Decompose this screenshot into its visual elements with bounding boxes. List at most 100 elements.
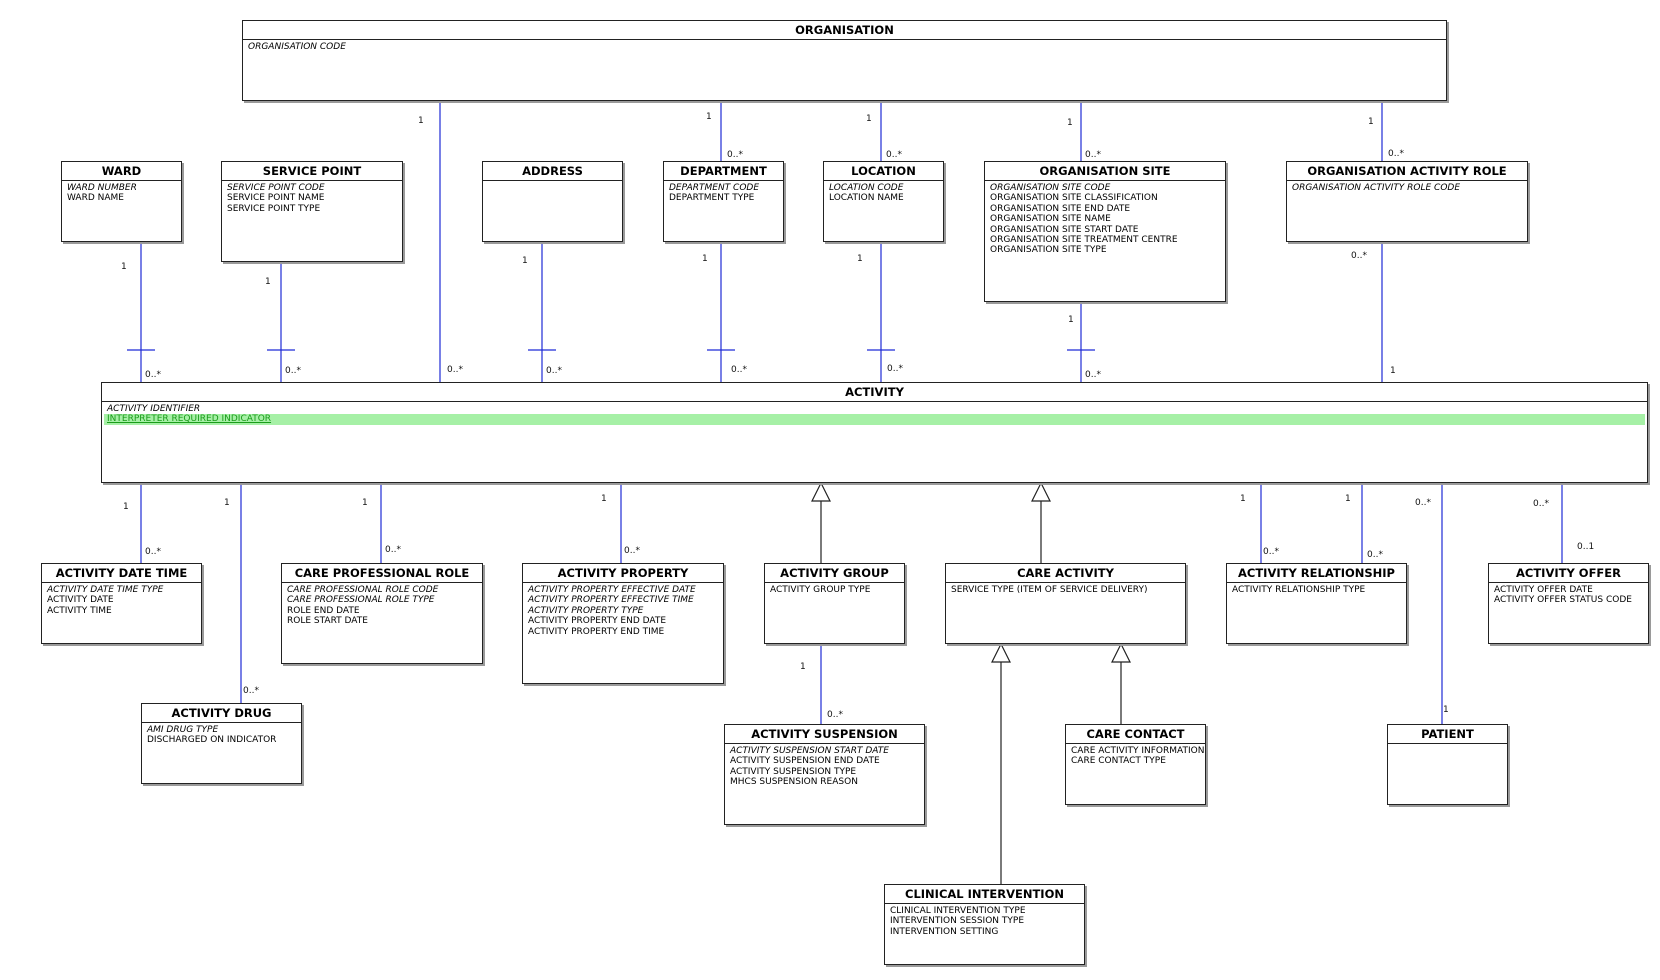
attribute: ACTIVITY GROUP TYPE	[770, 585, 871, 595]
attribute: AMI DRUG TYPE	[147, 725, 219, 735]
multiplicity-label: 1	[123, 502, 129, 512]
multiplicity-label: 1	[1067, 118, 1073, 128]
attribute: SERVICE POINT NAME	[227, 193, 325, 204]
multiplicity-label: 1	[706, 112, 712, 122]
multiplicity-label: 0..1	[1577, 542, 1595, 552]
multiplicity-label: 1	[265, 277, 271, 287]
multiplicity-label: 0..*	[1533, 499, 1549, 509]
multiplicity-label: 0..*	[546, 366, 562, 376]
entity-title: ACTIVITY DATE TIME	[42, 564, 201, 583]
attribute-list: ACTIVITY RELATIONSHIP TYPE	[1227, 583, 1406, 597]
multiplicity-label: 1	[601, 494, 607, 504]
attribute: ROLE START DATE	[287, 616, 368, 627]
attribute-list	[483, 181, 622, 185]
multiplicity-label: 0..*	[827, 710, 843, 720]
multiplicity-label: 1	[418, 116, 424, 126]
multiplicity-label: 1	[224, 498, 230, 508]
multiplicity-label: 1	[800, 662, 806, 672]
multiplicity-label: 0..*	[887, 364, 903, 374]
attribute-list: ORGANISATION ACTIVITY ROLE CODE	[1287, 181, 1527, 195]
entity-patient[interactable]: PATIENT	[1387, 724, 1508, 805]
generalization-arrow	[811, 481, 831, 502]
multiplicity-label: 1	[857, 254, 863, 264]
attribute: ORGANISATION SITE NAME	[990, 214, 1111, 225]
attribute: CARE PROFESSIONAL ROLE TYPE	[287, 595, 435, 606]
attribute: ACTIVITY RELATIONSHIP TYPE	[1232, 585, 1366, 595]
attribute: SERVICE POINT CODE	[227, 183, 325, 193]
multiplicity-label: 0..*	[145, 547, 161, 557]
attribute: ACTIVITY OFFER STATUS CODE	[1494, 595, 1632, 606]
attribute: SERVICE TYPE (ITEM OF SERVICE DELIVERY)	[951, 585, 1148, 595]
attribute: CARE PROFESSIONAL ROLE CODE	[287, 585, 439, 595]
entity-organisation-activity-role[interactable]: ORGANISATION ACTIVITY ROLE ORGANISATION A…	[1286, 161, 1528, 242]
attribute: LOCATION NAME	[829, 193, 904, 204]
entity-title: DEPARTMENT	[664, 162, 783, 181]
attribute: ACTIVITY DATE TIME TYPE	[47, 585, 164, 595]
multiplicity-label: 0..*	[1415, 498, 1431, 508]
multiplicity-label: 1	[866, 114, 872, 124]
entity-title: ORGANISATION ACTIVITY ROLE	[1287, 162, 1527, 181]
attribute: ACTIVITY IDENTIFIER	[107, 404, 201, 414]
entity-title: CARE ACTIVITY	[946, 564, 1185, 583]
generalization-arrow	[1111, 642, 1131, 663]
entity-title: ACTIVITY DRUG	[142, 704, 301, 723]
multiplicity-label: 0..*	[145, 370, 161, 380]
entity-title: PATIENT	[1388, 725, 1507, 744]
attribute: ACTIVITY PROPERTY END TIME	[528, 626, 665, 637]
multiplicity-label: 1	[702, 254, 708, 264]
attribute: ACTIVITY DATE	[47, 595, 114, 606]
multiplicity-label: 0..*	[285, 366, 301, 376]
entity-address[interactable]: ADDRESS	[482, 161, 623, 242]
attribute: ORGANISATION SITE TYPE	[990, 245, 1107, 256]
entity-activity-relationship[interactable]: ACTIVITY RELATIONSHIP ACTIVITY RELATIONSH…	[1226, 563, 1407, 644]
multiplicity-label: 0..*	[447, 365, 463, 375]
attribute: LOCATION CODE	[829, 183, 904, 193]
attribute: SERVICE POINT TYPE	[227, 203, 321, 214]
multiplicity-label: 0..*	[385, 545, 401, 555]
multiplicity-label: 1	[1240, 494, 1246, 504]
attribute: CLINICAL INTERVENTION TYPE	[890, 906, 1026, 916]
attribute: ORGANISATION SITE CLASSIFICATION	[990, 193, 1158, 204]
attribute: CARE CONTACT TYPE	[1071, 756, 1166, 767]
attribute: ACTIVITY PROPERTY TYPE	[528, 605, 644, 616]
multiplicity-label: 1	[1368, 117, 1374, 127]
entity-title: WARD	[62, 162, 181, 181]
entity-care-activity[interactable]: CARE ACTIVITY SERVICE TYPE (ITEM OF SERVI…	[945, 563, 1186, 644]
entity-title: ACTIVITY RELATIONSHIP	[1227, 564, 1406, 583]
multiplicity-label: 0..*	[1351, 251, 1367, 261]
attribute: INTERVENTION SETTING	[890, 926, 999, 937]
attribute: ORGANISATION ACTIVITY ROLE CODE	[1292, 183, 1461, 193]
entity-title: ADDRESS	[483, 162, 622, 181]
multiplicity-label: 1	[121, 262, 127, 272]
attribute: ACTIVITY PROPERTY EFFECTIVE TIME	[528, 595, 694, 606]
entity-title: LOCATION	[824, 162, 943, 181]
entity-title: SERVICE POINT	[222, 162, 402, 181]
